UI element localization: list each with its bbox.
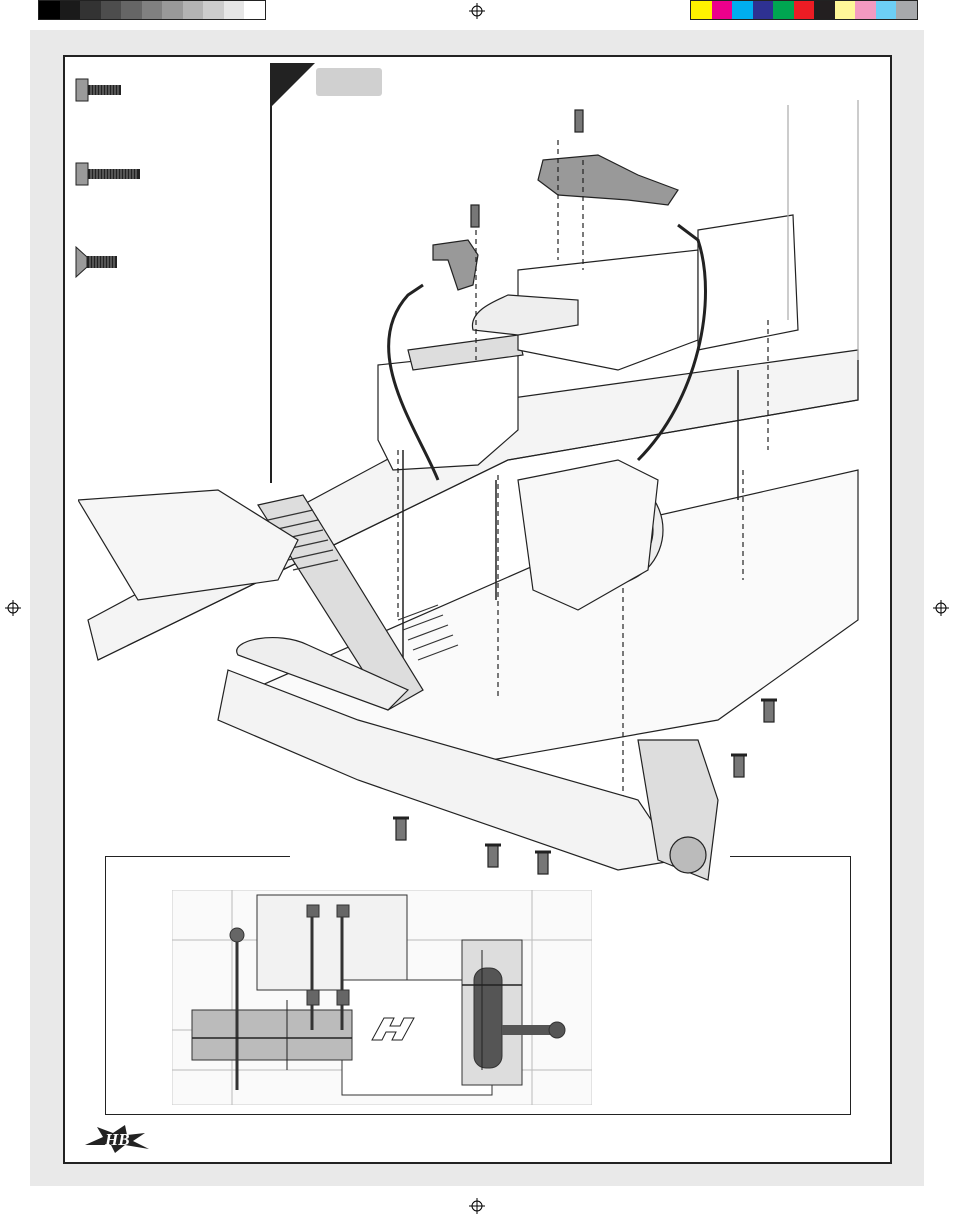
registration-mark-icon <box>469 1198 485 1214</box>
color-swatch <box>752 1 773 19</box>
color-swatch <box>773 1 794 19</box>
step-divider <box>270 63 272 483</box>
grayscale-swatch <box>162 1 183 19</box>
inset-border <box>105 856 290 857</box>
registration-mark-icon <box>469 3 485 19</box>
grayscale-swatch <box>121 1 142 19</box>
grayscale-swatch <box>182 1 203 19</box>
grayscale-swatch <box>203 1 224 19</box>
chassis-assembly-illustration <box>78 100 859 881</box>
color-swatch <box>875 1 896 19</box>
color-swatch <box>793 1 814 19</box>
color-swatch <box>691 1 712 19</box>
color-swatch <box>711 1 732 19</box>
grayscale-swatch <box>223 1 244 19</box>
grayscale-swatch <box>59 1 80 19</box>
cap-screw-long-icon <box>75 162 140 186</box>
registration-mark-icon <box>933 600 949 616</box>
registration-mark-icon <box>5 600 21 616</box>
grayscale-swatch <box>39 1 60 19</box>
inset-border <box>730 856 850 857</box>
grayscale-swatch <box>100 1 121 19</box>
color-swatch <box>814 1 835 19</box>
color-swatch <box>855 1 876 19</box>
cmyk-color-bar <box>690 0 918 20</box>
step-corner-marker <box>270 63 315 108</box>
step-number-label <box>316 68 382 96</box>
grayscale-swatch <box>80 1 101 19</box>
grayscale-swatch <box>141 1 162 19</box>
cap-screw-short-icon <box>75 78 121 102</box>
grayscale-color-bar <box>38 0 266 20</box>
svg-text:HB: HB <box>104 1130 130 1149</box>
grayscale-swatch <box>244 1 265 19</box>
brand-logo: HB <box>85 1123 165 1155</box>
detail-inset-box <box>105 856 851 1115</box>
color-swatch <box>834 1 855 19</box>
flat-head-screw-icon <box>75 245 117 279</box>
color-swatch <box>732 1 753 19</box>
inset-logo-icon <box>371 1017 415 1041</box>
color-swatch <box>896 1 917 19</box>
top-view-detail-illustration <box>172 890 592 1105</box>
